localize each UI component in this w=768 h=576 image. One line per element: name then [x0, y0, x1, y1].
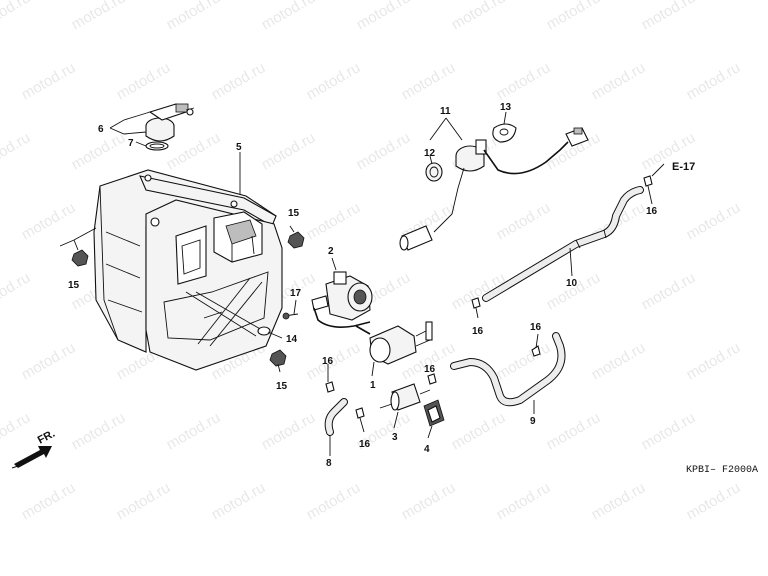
- watermark-text: motod.ru: [114, 59, 174, 103]
- front-direction-arrow: FR.: [11, 428, 57, 469]
- watermark-text: motod.ru: [304, 339, 364, 383]
- callout-16: 16: [424, 364, 436, 375]
- watermark-text: motod.ru: [114, 479, 174, 523]
- fuel-hose-10: [482, 186, 644, 302]
- callouts: 6 7 5 15 15 15 2 17 14 16 1 16 3 4 8 9 1…: [68, 102, 658, 469]
- watermark-text: motod.ru: [494, 59, 554, 103]
- callout-13: 13: [500, 102, 512, 113]
- watermark-text: motod.ru: [544, 0, 604, 33]
- watermark-text: motod.ru: [544, 269, 604, 313]
- callout-6: 6: [98, 124, 104, 135]
- watermark-text: motod.ru: [0, 409, 33, 453]
- callout-17: 17: [290, 288, 302, 299]
- inline-filter: [379, 383, 431, 411]
- watermark-text: motod.ru: [684, 479, 744, 523]
- watermark-text: motod.ru: [494, 339, 554, 383]
- clamp-band: [423, 399, 445, 427]
- watermark-text: motod.ru: [209, 59, 269, 103]
- fasteners: [71, 175, 653, 419]
- watermark-text: motod.ru: [449, 0, 509, 33]
- watermark-text: motod.ru: [209, 479, 269, 523]
- callout-8: 8: [326, 458, 332, 469]
- fuel-hose-8: [324, 398, 348, 436]
- callout-11: 11: [440, 106, 451, 117]
- reference-label: E-17: [672, 161, 695, 173]
- watermark-text: motod.ru: [354, 0, 414, 33]
- callout-3: 3: [392, 432, 398, 443]
- callout-10: 10: [566, 278, 578, 289]
- fuel-pump: [311, 271, 373, 328]
- watermark-text: motod.ru: [589, 339, 649, 383]
- watermark-text: motod.ru: [19, 59, 79, 103]
- watermark-text: motod.ru: [544, 409, 604, 453]
- watermark-text: motod.ru: [0, 129, 33, 173]
- watermark-text: motod.ru: [259, 129, 319, 173]
- fuel-level-sensor: [399, 123, 589, 251]
- front-direction-label: FR.: [36, 428, 57, 447]
- watermark-text: motod.ru: [304, 479, 364, 523]
- watermark-text: motod.ru: [354, 129, 414, 173]
- watermark-text: motod.ru: [259, 409, 319, 453]
- watermark-text: motod.ru: [69, 0, 129, 33]
- callout-16: 16: [646, 206, 658, 217]
- callout-5: 5: [236, 142, 242, 153]
- watermark-text: motod.ru: [69, 129, 129, 173]
- callout-2: 2: [328, 246, 334, 257]
- watermark-text: motod.ru: [684, 199, 744, 243]
- watermark-text: motod.ru: [19, 339, 79, 383]
- callout-7: 7: [128, 138, 134, 149]
- watermark-text: motod.ru: [259, 0, 319, 33]
- watermark-text: motod.ru: [0, 269, 33, 313]
- watermark-text: motod.ru: [589, 479, 649, 523]
- fuel-hose-9: [450, 332, 566, 407]
- leader-lines: [59, 111, 665, 456]
- watermark-text: motod.ru: [0, 0, 33, 33]
- watermark-text: motod.ru: [494, 479, 554, 523]
- callout-4: 4: [424, 444, 430, 455]
- watermark-text: motod.ru: [164, 409, 224, 453]
- callout-12: 12: [424, 148, 436, 159]
- watermark-text: motod.ru: [399, 59, 459, 103]
- watermark-text: motod.ru: [589, 59, 649, 103]
- callout-16: 16: [472, 326, 484, 337]
- watermark-text: motod.ru: [639, 269, 699, 313]
- callout-1: 1: [370, 380, 376, 391]
- diagram-code: KPBI– F2000A: [686, 465, 758, 476]
- callout-14: 14: [286, 334, 298, 345]
- watermark-text: motod.ru: [304, 59, 364, 103]
- watermark-text: motod.ru: [19, 199, 79, 243]
- watermark-text: motod.ru: [399, 479, 459, 523]
- callout-16: 16: [322, 356, 334, 367]
- watermark-text: motod.ru: [449, 409, 509, 453]
- watermark-text: motod.ru: [639, 409, 699, 453]
- callout-9: 9: [530, 416, 536, 427]
- callout-15: 15: [68, 280, 80, 291]
- watermark-text: motod.ru: [164, 0, 224, 33]
- watermark-text: motod.ru: [684, 59, 744, 103]
- fuel-filler-cap: [145, 103, 195, 151]
- watermark-text: motod.ru: [304, 199, 364, 243]
- watermark-text: motod.ru: [69, 409, 129, 453]
- fuel-tank: [93, 169, 283, 371]
- watermark-text: motod.ru: [494, 199, 554, 243]
- watermark-text: motod.ru: [19, 479, 79, 523]
- watermark-text: motod.ru: [684, 339, 744, 383]
- callout-15: 15: [276, 381, 288, 392]
- fuel-filter: [355, 321, 433, 365]
- callout-16: 16: [359, 439, 371, 450]
- watermark-text: motod.ru: [639, 0, 699, 33]
- callout-16: 16: [530, 322, 542, 333]
- callout-15: 15: [288, 208, 300, 219]
